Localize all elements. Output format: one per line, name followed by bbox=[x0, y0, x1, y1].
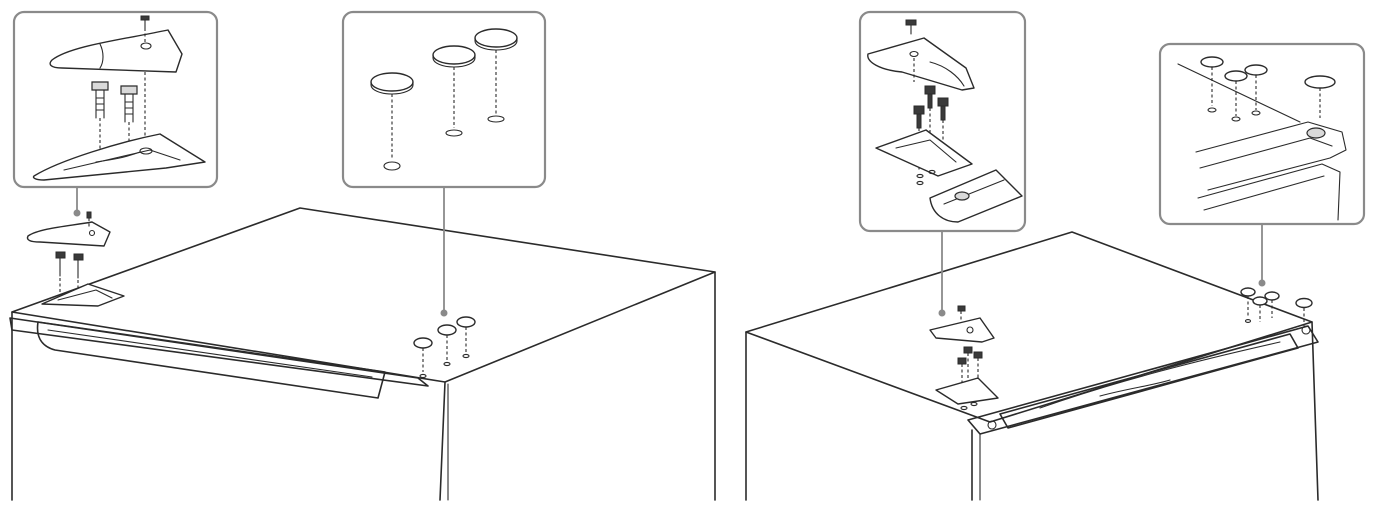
right-hinge-exploded bbox=[929, 305, 999, 411]
left-fridge-cabinet bbox=[9, 207, 716, 501]
right-hinge-callout bbox=[858, 10, 1027, 317]
left-hinge-callout bbox=[12, 10, 219, 217]
right-plug-callout bbox=[1158, 42, 1366, 287]
left-plug-callout bbox=[341, 10, 547, 317]
left-plugs bbox=[413, 316, 476, 379]
right-plugs bbox=[1240, 287, 1313, 326]
right-fridge-cabinet bbox=[745, 231, 1319, 501]
left-hinge-exploded bbox=[26, 211, 125, 307]
